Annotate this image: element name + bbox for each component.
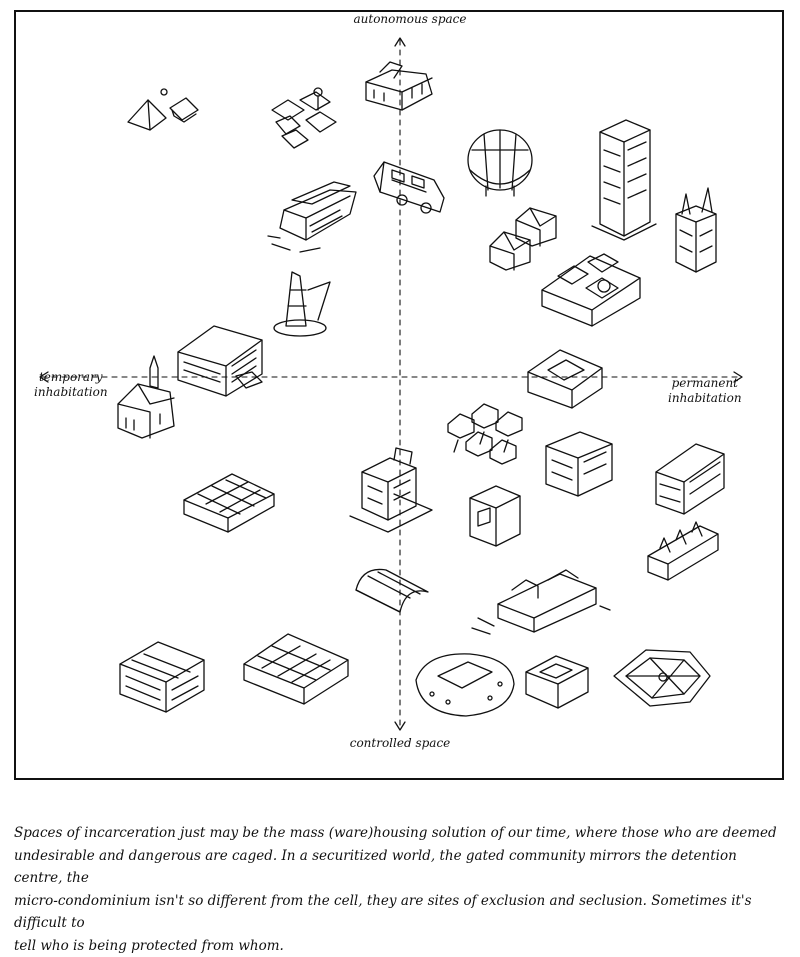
gothic-church-icon (118, 356, 174, 438)
gated-community-icon (542, 254, 640, 326)
axis-label-temporary-line1: temporary (34, 370, 108, 385)
prison-barge-icon (472, 570, 610, 634)
axis-label-permanent: permanent inhabitation (668, 376, 742, 406)
axis-label-autonomous: autonomous space (20, 12, 800, 27)
squat-rowhouse-icon (366, 62, 432, 110)
courtyard-block-icon (528, 350, 602, 408)
row-houses-icon (648, 522, 718, 580)
tent-camp-icon (128, 89, 198, 130)
vertical-axis (395, 38, 405, 730)
shanty-houses-icon (272, 88, 336, 148)
panopticon-icon (614, 650, 710, 706)
island-prison-icon (416, 654, 514, 716)
spired-tower-icon (676, 188, 716, 272)
residential-tower-icon (592, 120, 656, 240)
axis-label-temporary: temporary inhabitation (34, 370, 108, 400)
horizontal-axis (40, 372, 742, 382)
motel-building-icon (656, 444, 724, 514)
dome-structure-icon (468, 130, 532, 196)
cube-cell-icon (526, 656, 588, 708)
cruise-ship-icon (268, 182, 356, 252)
axis-label-permanent-line2: inhabitation (668, 391, 742, 406)
axis-label-permanent-line1: permanent (668, 376, 742, 391)
caption-line: undesirable and dangerous are caged. In … (14, 845, 789, 890)
warehouse-racks-icon (120, 642, 204, 712)
quonset-hut-icon (356, 569, 428, 612)
caption-line: micro-condominium isn't so different fro… (14, 890, 789, 935)
caption-line: Spaces of incarceration just may be the … (14, 822, 789, 845)
suburban-houses-icon (490, 208, 556, 270)
containers-rows-icon (244, 634, 348, 704)
modular-office-icon (178, 326, 262, 396)
hotel-tower-icon (350, 448, 432, 532)
sailboat-icon (274, 272, 330, 336)
cell-block-icon (470, 486, 520, 546)
apartment-block-icon (546, 432, 612, 496)
row-cabins-icon (448, 404, 522, 464)
caption-line: tell who is being protected from whom. (14, 935, 789, 957)
axis-label-controlled: controlled space (0, 736, 800, 751)
axis-label-temporary-line2: inhabitation (34, 385, 108, 400)
office-grid-icon (184, 474, 274, 532)
caption: Spaces of incarceration just may be the … (14, 822, 789, 957)
rv-trailer-icon (374, 162, 444, 213)
